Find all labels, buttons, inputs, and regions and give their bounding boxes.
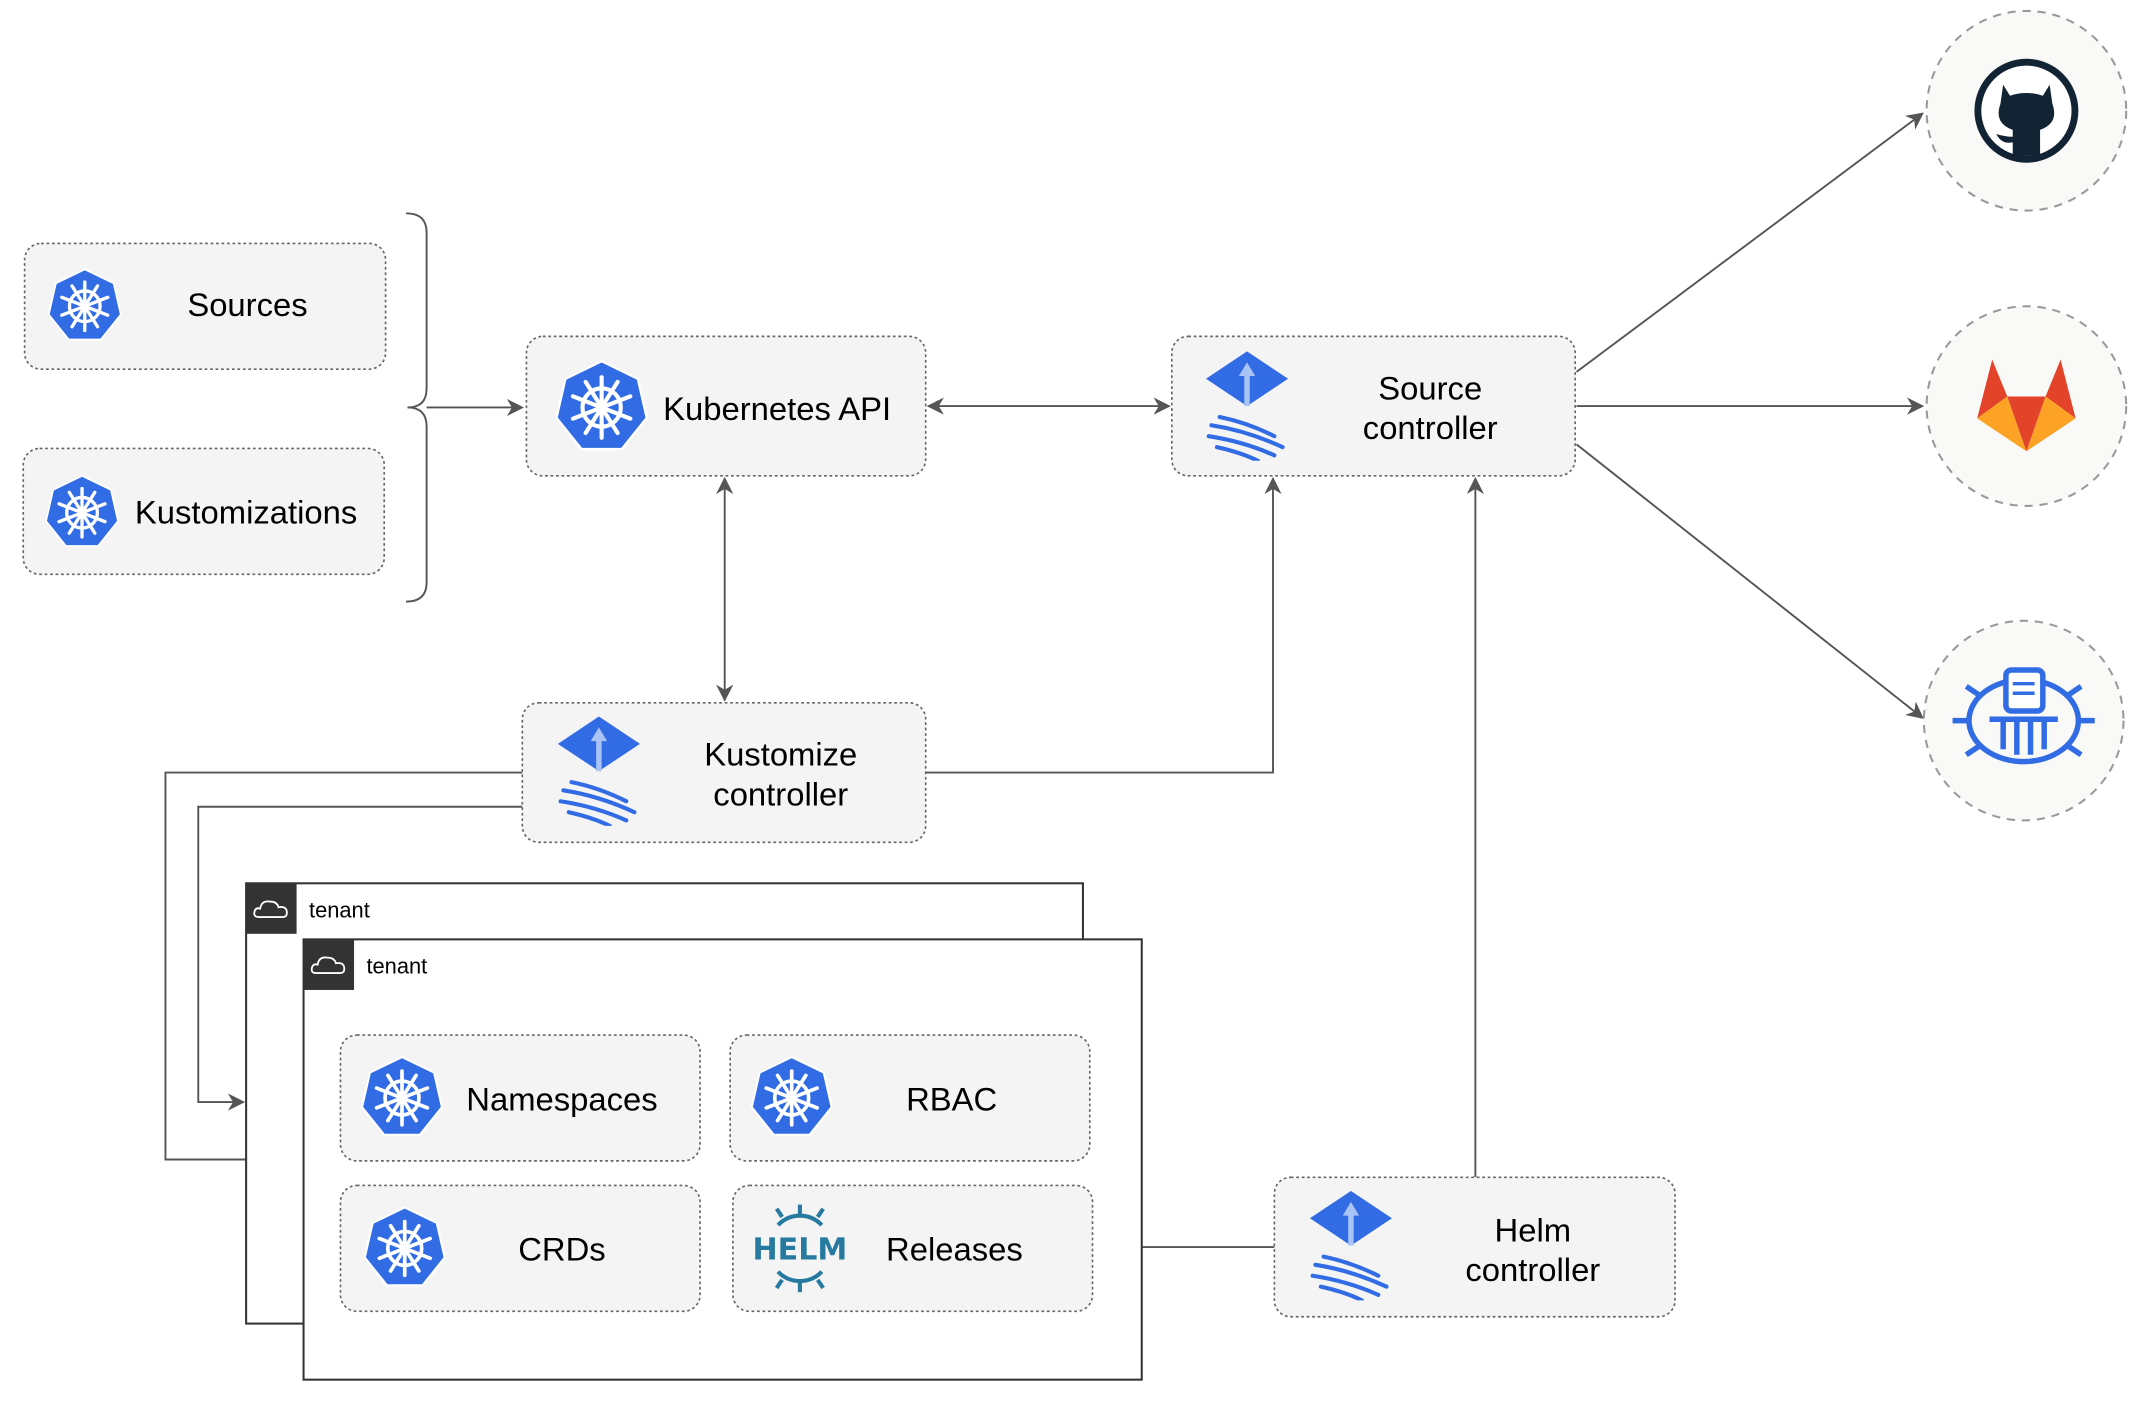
node-label-line1: Helm [1495, 1212, 1572, 1249]
helm-icon: HELM [752, 1204, 847, 1293]
node-label-line2: controller [713, 775, 848, 812]
node-label: Releases [886, 1231, 1023, 1268]
node-label-line2: controller [1465, 1251, 1600, 1288]
node-label: Namespaces [466, 1080, 657, 1117]
edge-source-to-github [1575, 112, 1924, 373]
node-rbac[interactable]: RBAC [729, 1034, 1091, 1162]
github-icon [1974, 58, 2079, 163]
node-label: Kustomizations [135, 494, 357, 531]
edge-source-to-bucket [1575, 443, 1924, 719]
cloud-icon [303, 939, 355, 990]
node-namespaces[interactable]: Namespaces [339, 1034, 701, 1162]
node-label-line1: Kustomize [704, 736, 857, 773]
node-sources[interactable]: Sources [23, 242, 387, 371]
node-kubernetes-api[interactable]: Kubernetes API [525, 335, 927, 477]
node-kustomize-controller[interactable]: Kustomize controller [521, 701, 927, 844]
external-github[interactable] [1925, 9, 2128, 212]
brace [406, 212, 428, 603]
node-label-line1: Source [1378, 369, 1482, 406]
node-source-controller[interactable]: Source controller [1170, 335, 1577, 477]
helm-logo-text: HELM [752, 1232, 847, 1267]
node-label: CRDs [518, 1231, 605, 1268]
edge-kustomize-to-tenant-front [164, 771, 523, 1169]
node-label-line2: controller [1363, 409, 1498, 446]
bucket-icon [1952, 667, 2095, 765]
node-kustomizations[interactable]: Kustomizations [22, 447, 386, 576]
external-gitlab[interactable] [1925, 305, 2128, 507]
node-crds[interactable]: CRDs [339, 1184, 701, 1313]
edge-kustomize-to-tenant-back [197, 805, 523, 1111]
cloud-icon [246, 883, 297, 934]
tenant-label: tenant [309, 897, 370, 922]
node-label: Kubernetes API [663, 390, 891, 427]
external-bucket[interactable] [1922, 619, 2125, 822]
node-helm-controller[interactable]: Helm controller [1273, 1176, 1676, 1318]
edge-kustomize-to-source [925, 476, 1282, 774]
node-releases[interactable]: HELM Releases [732, 1184, 1094, 1313]
gitlab-icon [1977, 359, 2076, 452]
node-label: Sources [187, 286, 307, 323]
tenant-label: tenant [366, 954, 427, 979]
node-label: RBAC [906, 1080, 997, 1117]
connectors [164, 112, 1925, 1256]
